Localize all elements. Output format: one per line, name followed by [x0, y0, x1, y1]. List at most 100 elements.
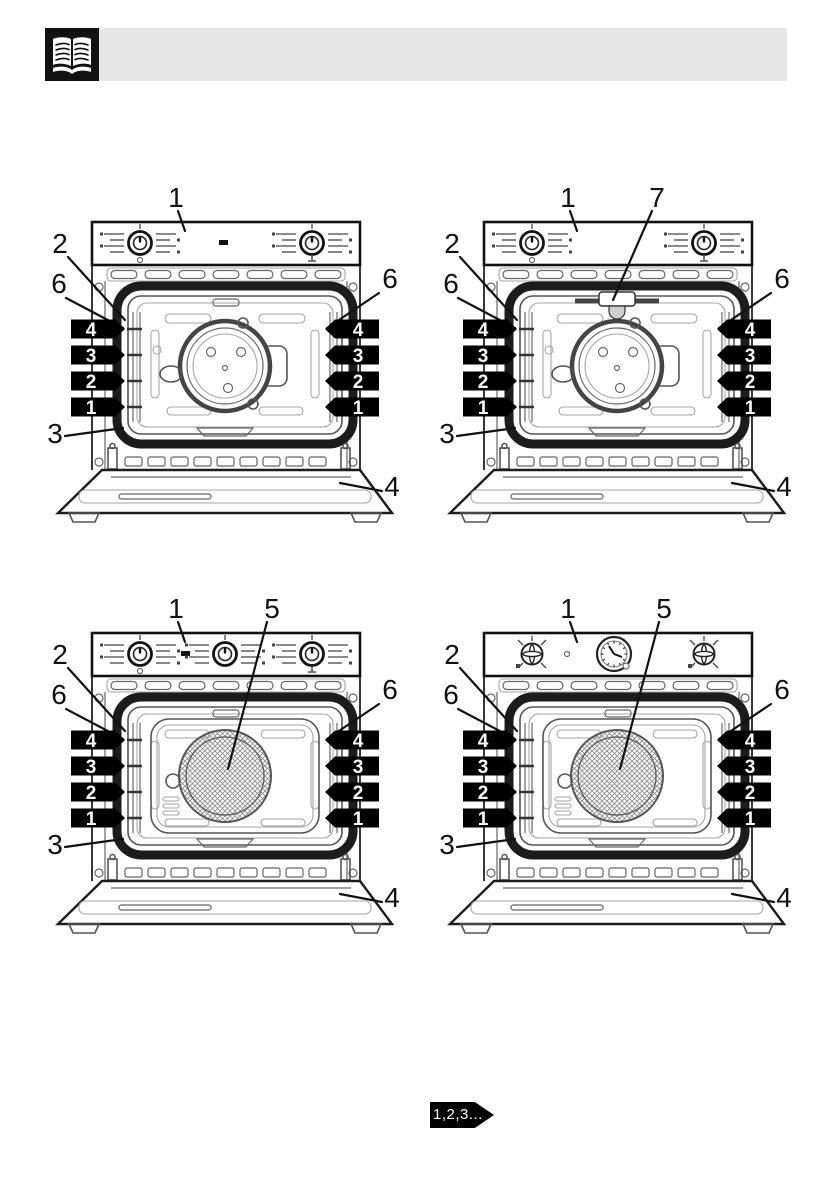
svg-text:4: 4: [478, 320, 489, 341]
shelf-tag-left-4: 4: [463, 319, 517, 341]
svg-text:1: 1: [353, 398, 364, 419]
callout-5: 5: [656, 593, 672, 624]
callout-3: 3: [439, 829, 455, 860]
lamp-symbol: [136, 667, 144, 675]
lamp-symbol: [528, 256, 536, 264]
callout-6-right: 6: [382, 263, 398, 294]
callout-4: 4: [384, 471, 400, 502]
shelf-tag-left-2: 2: [463, 371, 517, 393]
callout-6-left: 6: [51, 268, 67, 299]
callout-6-left: 6: [51, 679, 67, 710]
svg-text:1: 1: [86, 809, 97, 830]
shelf-tag-right-1: 1: [717, 397, 771, 419]
svg-text:2: 2: [478, 372, 489, 393]
callout-1: 1: [560, 182, 576, 213]
svg-text:3: 3: [745, 757, 756, 778]
callout-leader-lines: [63, 209, 384, 493]
shelf-tag-right-4: 4: [717, 730, 771, 752]
timer-clock: [595, 635, 633, 673]
svg-text:1: 1: [353, 809, 364, 830]
callout-1: 1: [560, 593, 576, 624]
svg-text:2: 2: [86, 372, 97, 393]
shelf-level-tags: 4 3 2 1 4 3 2 1: [463, 319, 771, 419]
svg-text:3: 3: [478, 346, 489, 367]
shelf-tag-right-4: 4: [325, 319, 379, 341]
svg-text:1: 1: [745, 398, 756, 419]
shelf-tag-right-1: 1: [717, 808, 771, 830]
shelf-level-tags: 4 3 2 1 4 3 2 1: [463, 730, 771, 830]
callout-2: 2: [444, 228, 460, 259]
shelf-tag-left-4: 4: [71, 730, 125, 752]
callout-2: 2: [52, 228, 68, 259]
callout-3: 3: [47, 418, 63, 449]
thermostat-symbol: [308, 255, 316, 262]
shelf-tag-right-3: 3: [717, 756, 771, 778]
thermostat-symbol: [700, 255, 708, 262]
svg-text:2: 2: [86, 783, 97, 804]
svg-text:2: 2: [478, 783, 489, 804]
oven-diagram-three-knobs-fan: 1 5 2 6 6 3 4 4 3 2 1 4 3 2 1: [45, 591, 405, 943]
shelf-tag-right-2: 2: [717, 782, 771, 804]
svg-text:3: 3: [478, 757, 489, 778]
svg-text:4: 4: [86, 320, 97, 341]
svg-text:4: 4: [745, 731, 756, 752]
shelf-tag-left-1: 1: [71, 397, 125, 419]
callout-numbers: 1 5 2 6 6 3 4: [439, 593, 792, 913]
callout-numbers: 1 5 2 6 6 3 4: [47, 593, 400, 913]
thermostat-symbol: [308, 666, 316, 673]
shelf-tag-right-3: 3: [325, 756, 379, 778]
callout-2: 2: [444, 639, 460, 670]
shelf-tag-left-1: 1: [463, 808, 517, 830]
callout-3: 3: [439, 418, 455, 449]
shelf-tag-right-1: 1: [325, 808, 379, 830]
open-book-icon: [45, 28, 99, 81]
oven-diagram-two-knobs: 1 2 6 6 3 4 4 3 2 1 4 3 2 1: [45, 180, 405, 532]
svg-text:4: 4: [353, 731, 364, 752]
svg-text:4: 4: [86, 731, 97, 752]
callout-6-right: 6: [382, 674, 398, 705]
shelf-tag-right-2: 2: [325, 782, 379, 804]
shelf-tag-left-3: 3: [71, 756, 125, 778]
svg-text:3: 3: [86, 346, 97, 367]
shelf-positions-tag: 1,2,3...: [430, 1102, 494, 1128]
shelf-level-tags: 4 3 2 1 4 3 2 1: [71, 730, 379, 830]
svg-text:1: 1: [478, 398, 489, 419]
svg-text:2: 2: [745, 783, 756, 804]
callout-4: 4: [776, 882, 792, 913]
oven-diagram-clock-fan: 1 5 2 6 6 3 4 4 3 2 1 4 3 2 1: [437, 591, 797, 943]
svg-text:4: 4: [478, 731, 489, 752]
callout-6-left: 6: [443, 268, 459, 299]
shelf-tag-left-2: 2: [463, 782, 517, 804]
svg-text:2: 2: [353, 783, 364, 804]
shelf-tag-right-1: 1: [325, 397, 379, 419]
shelf-tag-right-3: 3: [717, 345, 771, 367]
callout-numbers: 1 7 2 6 6 3 4: [439, 182, 792, 502]
indicator-light: [181, 651, 190, 656]
shelf-tag-left-3: 3: [71, 345, 125, 367]
callout-7: 7: [649, 182, 665, 213]
section-header-bar: [45, 28, 787, 81]
callout-3: 3: [47, 829, 63, 860]
svg-text:1: 1: [478, 809, 489, 830]
indicator-light: [563, 650, 571, 658]
svg-text:1: 1: [745, 809, 756, 830]
svg-text:3: 3: [86, 757, 97, 778]
shelf-tag-right-3: 3: [325, 345, 379, 367]
control-panel: [98, 222, 354, 264]
shelf-tag-left-2: 2: [71, 782, 125, 804]
callout-4: 4: [384, 882, 400, 913]
control-panel: [490, 222, 746, 264]
svg-text:4: 4: [745, 320, 756, 341]
oven-diagram-two-knobs-grill: 1 7 2 6 6 3 4 4 3 2 1 4 3 2 1: [437, 180, 797, 532]
shelf-tag-left-3: 3: [463, 345, 517, 367]
shelf-tag-left-1: 1: [463, 397, 517, 419]
shelf-tag-right-4: 4: [717, 319, 771, 341]
svg-text:3: 3: [745, 346, 756, 367]
shelf-tag-left-2: 2: [71, 371, 125, 393]
control-panel: [515, 635, 719, 673]
svg-text:1: 1: [86, 398, 97, 419]
shelf-tag-right-2: 2: [717, 371, 771, 393]
shelf-tag-right-4: 4: [325, 730, 379, 752]
callout-6-right: 6: [774, 263, 790, 294]
